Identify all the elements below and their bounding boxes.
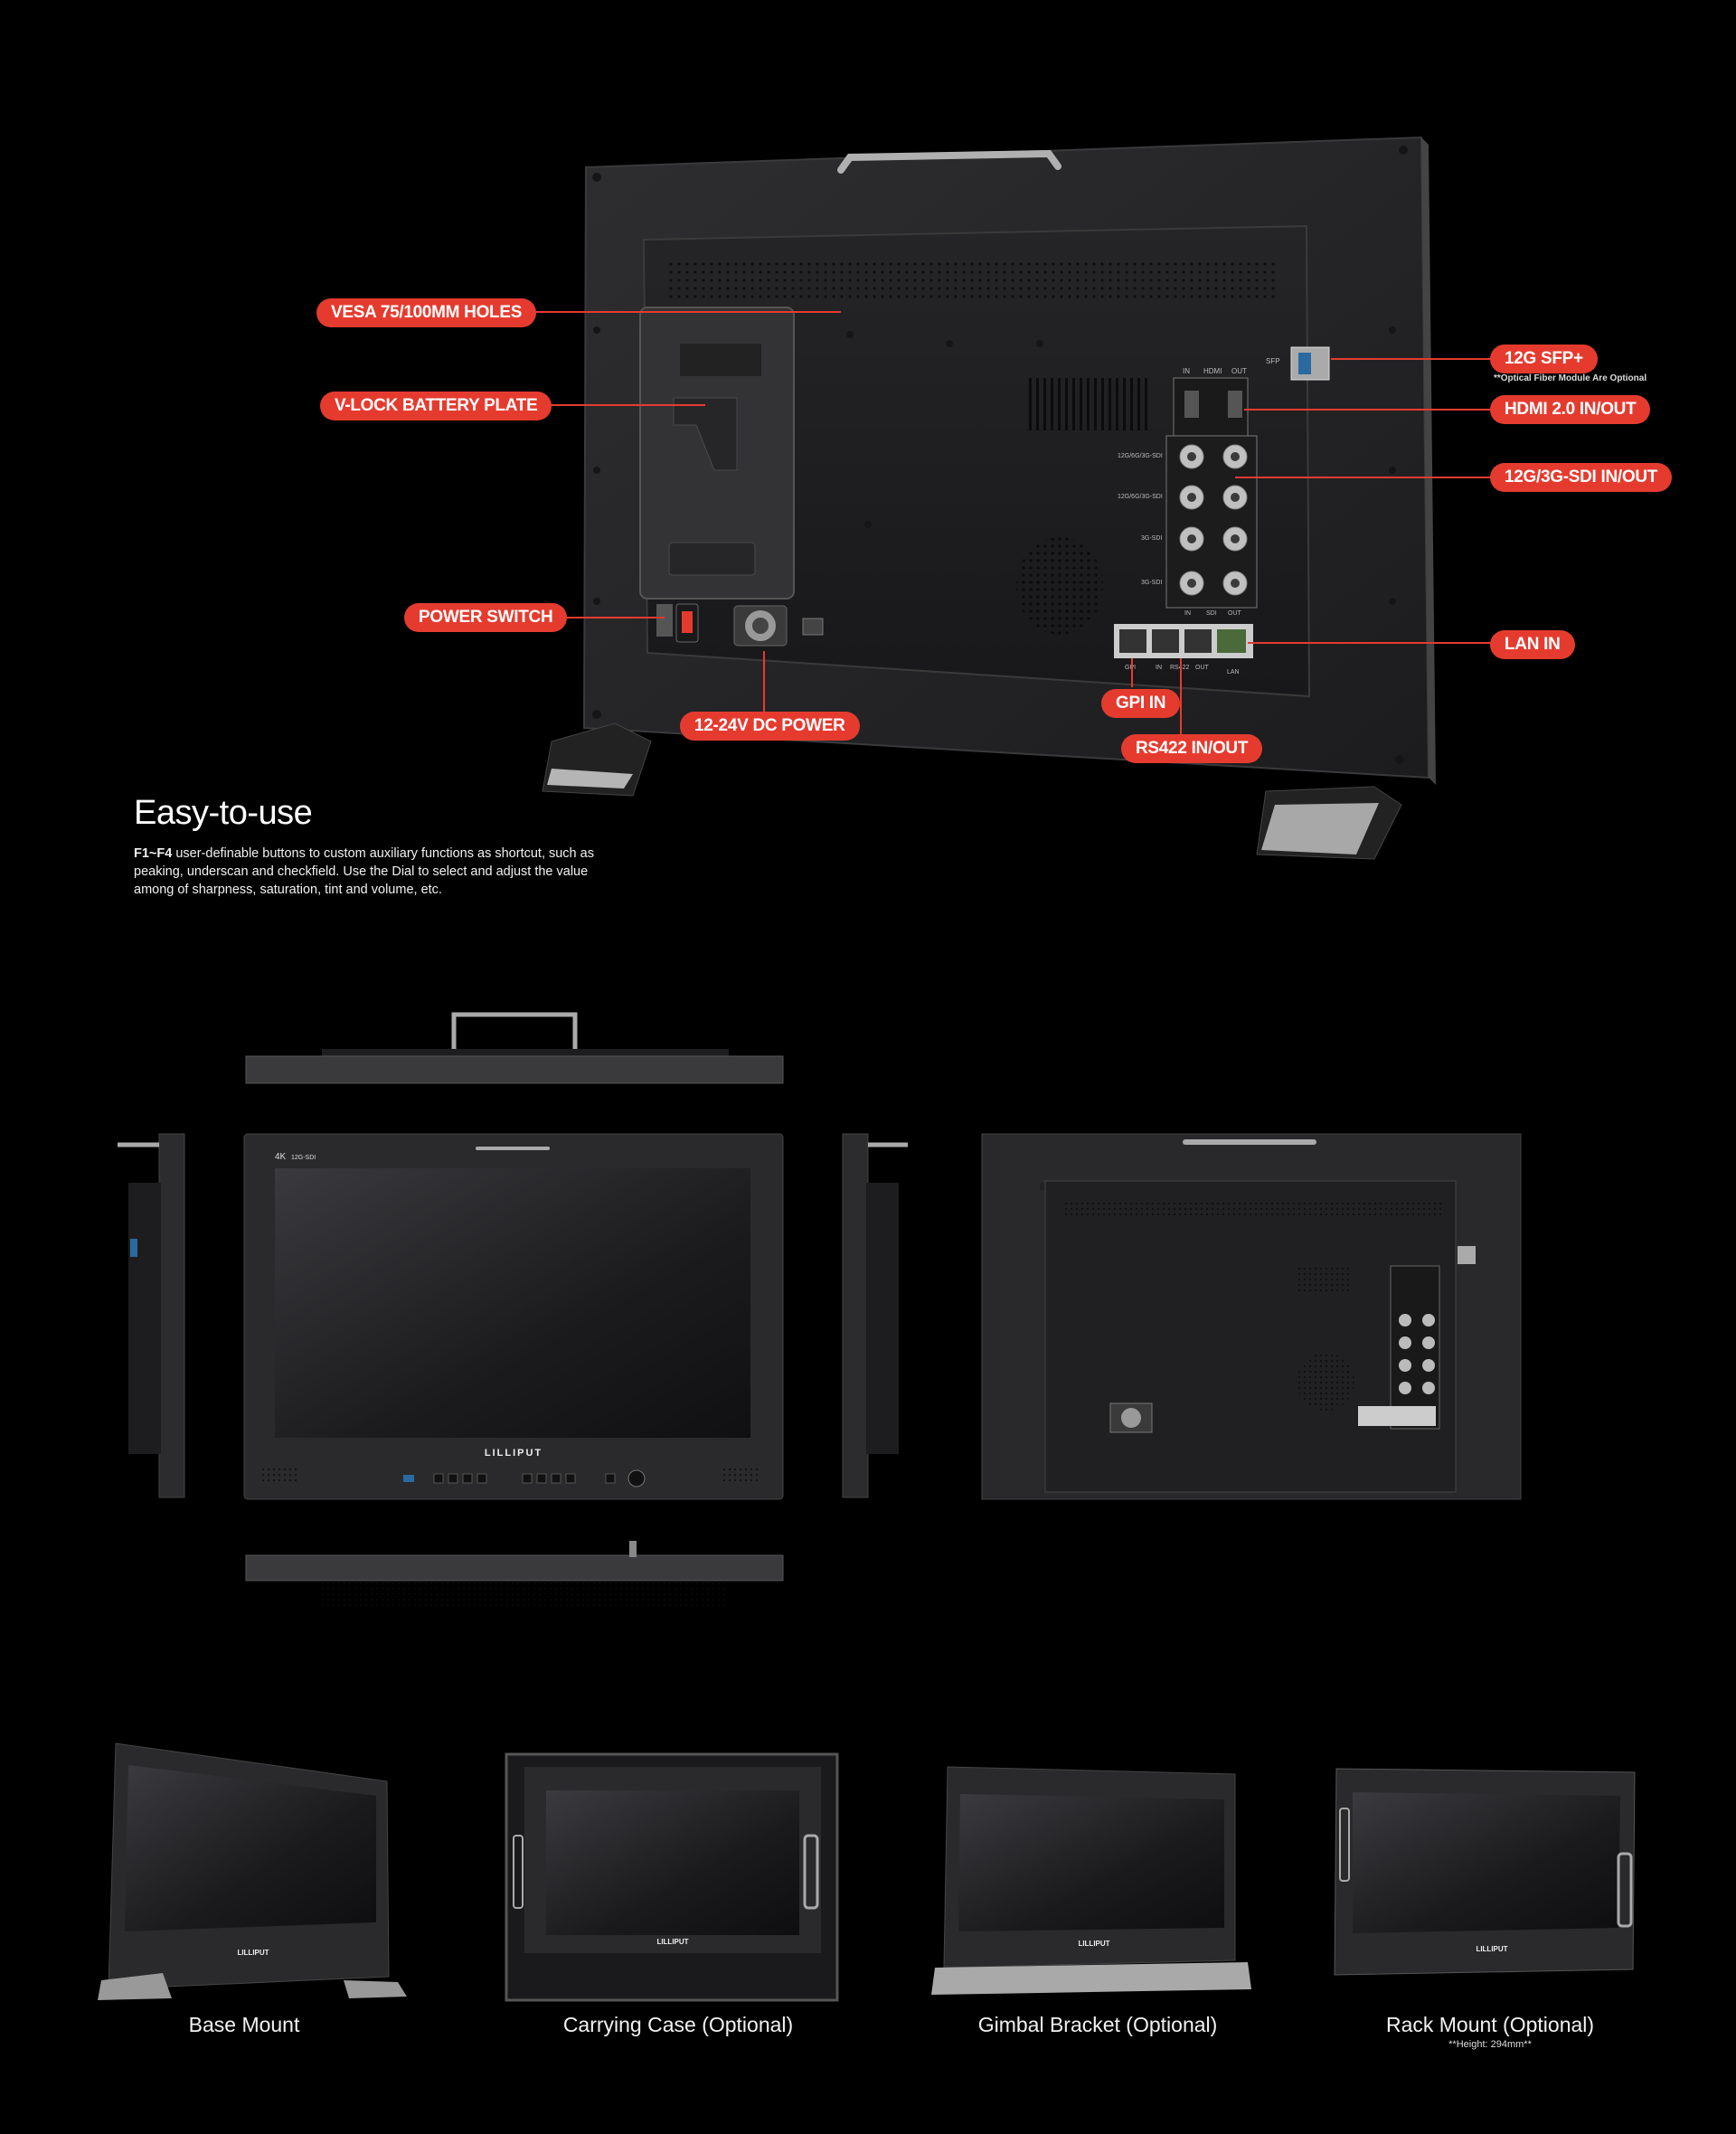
top-handle-icon xyxy=(837,149,1061,174)
rear-view-small xyxy=(981,1133,1522,1500)
rack-height-note: **Height: 294mm** xyxy=(1448,2039,1532,2050)
svg-text:LILLIPUT: LILLIPUT xyxy=(237,1949,269,1957)
svg-text:4K: 4K xyxy=(275,1152,287,1162)
svg-text:LILLIPUT: LILLIPUT xyxy=(1078,1940,1109,1948)
svg-text:12G/6G/3G-SDI: 12G/6G/3G-SDI xyxy=(1118,494,1163,500)
callout-vlock: V-LOCK BATTERY PLATE xyxy=(320,392,552,420)
svg-text:SFP: SFP xyxy=(1266,357,1280,365)
feature-desc-bold: F1~F4 xyxy=(134,846,173,861)
mount-caption-rack: Rack Mount (Optional) xyxy=(1385,2013,1595,2036)
svg-text:12G-SDI: 12G-SDI xyxy=(291,1155,316,1161)
v-lock-plate xyxy=(639,307,795,600)
svg-text:OUT: OUT xyxy=(1228,610,1242,617)
callout-sdi: 12G/3G-SDI IN/OUT xyxy=(1490,463,1673,492)
svg-text:SDI: SDI xyxy=(1206,610,1217,617)
svg-text:IN: IN xyxy=(1183,367,1190,375)
carrying-case-image: LILLIPUT xyxy=(505,1752,839,2002)
svg-text:OUT: OUT xyxy=(1195,665,1210,671)
callout-lan: LAN IN xyxy=(1490,630,1575,659)
rear-view-illustration: IN HDMI OUT 12G/6G/3G-SDI 12G/6G/3G-SDI … xyxy=(506,136,1501,860)
svg-text:HDMI: HDMI xyxy=(1203,367,1222,375)
mount-caption-case: Carrying Case (Optional) xyxy=(562,2013,794,2036)
callout-gpi: GPI IN xyxy=(1101,689,1181,718)
hdmi-ports-icon: IN HDMI OUT xyxy=(1173,367,1249,439)
gimbal-bracket-image: LILLIPUT xyxy=(931,1766,1251,1995)
sfp-optional-note: **Optical Fiber Module Are Optional xyxy=(1494,373,1647,383)
svg-text:LAN: LAN xyxy=(1227,669,1240,675)
callout-power-switch: POWER SWITCH xyxy=(404,603,568,632)
power-switch-icon xyxy=(656,603,699,643)
callout-vesa: VESA 75/100MM HOLES xyxy=(316,298,537,327)
front-view: 4K 12G-SDI LILLIPUT xyxy=(243,1133,784,1500)
rack-mount-image: LILLIPUT xyxy=(1334,1768,1636,1976)
top-view xyxy=(245,1012,784,1084)
mount-caption-gimbal: Gimbal Bracket (Optional) xyxy=(977,2013,1218,2036)
speaker-grille xyxy=(1016,537,1103,635)
svg-text:OUT: OUT xyxy=(1231,367,1247,375)
callout-dc-power: 12-24V DC POWER xyxy=(680,712,860,741)
feature-heading: Easy-to-use xyxy=(134,794,313,832)
mount-options: LILLIPUT LILLIPUT LILLIPUT LILLIPUT xyxy=(98,1742,1636,2002)
feature-desc-text: user-definable buttons to custom auxilia… xyxy=(134,846,594,897)
right-side-view xyxy=(842,1133,908,1498)
stand-right xyxy=(1256,786,1402,860)
sfp-module-icon: SFP xyxy=(1266,346,1330,381)
mount-caption-base: Base Mount xyxy=(188,2013,300,2036)
dc-power-connector-icon xyxy=(733,605,788,647)
bottom-view xyxy=(245,1541,784,1606)
base-mount-image: LILLIPUT xyxy=(98,1742,407,2000)
orthographic-views: 4K 12G-SDI LILLIPUT xyxy=(118,1012,1522,1606)
svg-text:3G-SDI: 3G-SDI xyxy=(1141,580,1162,586)
feature-description: F1~F4 user-definable buttons to custom a… xyxy=(134,845,604,899)
svg-text:LILLIPUT: LILLIPUT xyxy=(485,1448,542,1459)
svg-text:LILLIPUT: LILLIPUT xyxy=(1476,1945,1507,1953)
svg-text:3G-SDI: 3G-SDI xyxy=(1141,535,1162,542)
svg-text:LILLIPUT: LILLIPUT xyxy=(656,1938,688,1946)
svg-text:IN: IN xyxy=(1184,610,1191,617)
svg-text:GPI: GPI xyxy=(1125,665,1136,671)
stand-left xyxy=(542,722,652,797)
svg-text:12G/6G/3G-SDI: 12G/6G/3G-SDI xyxy=(1118,453,1163,459)
callout-sfp: 12G SFP+ xyxy=(1490,345,1598,373)
sdi-bnc-ports-icon: 12G/6G/3G-SDI 12G/6G/3G-SDI 3G-SDI 3G-SD… xyxy=(1118,435,1258,617)
rj45-ports-icon: GPI IN RS422 OUT LAN xyxy=(1114,624,1253,675)
svg-text:RS422: RS422 xyxy=(1170,665,1190,671)
callout-rs422: RS422 IN/OUT xyxy=(1121,734,1263,763)
left-side-view xyxy=(118,1133,185,1498)
svg-text:IN: IN xyxy=(1156,665,1162,671)
callout-hdmi: HDMI 2.0 IN/OUT xyxy=(1490,395,1651,424)
